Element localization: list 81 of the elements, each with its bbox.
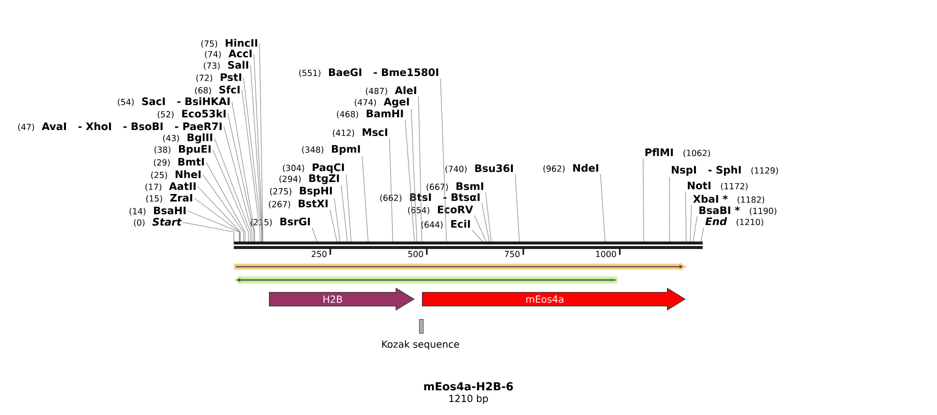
- leader-line: [485, 192, 492, 242]
- leader-line: [514, 174, 520, 242]
- cut-site-label: (43) BglII: [163, 133, 212, 144]
- leader-line: [212, 150, 249, 242]
- leader-line: [474, 215, 486, 242]
- cut-site-label: (74) AccI: [204, 50, 252, 58]
- cut-site-label: (551) BaeGI - Bme1580I: [299, 68, 438, 78]
- cut-site-label: (215) BsrGI: [250, 218, 310, 226]
- leader-line: [198, 186, 241, 242]
- leader-line: [334, 198, 340, 242]
- leader-line: [259, 43, 264, 242]
- cut-site-label: (68) SfcI: [195, 86, 240, 94]
- cut-site-label: (0) Start: [134, 218, 182, 227]
- cut-site-label: (54) SacI - BsiHKAI: [118, 97, 230, 106]
- cut-site-label: XbaI * (1182): [693, 194, 764, 204]
- leader-line: [206, 162, 246, 242]
- cut-site-label: (38) BpuEI: [154, 145, 211, 155]
- cut-site-label: (29) BmtI: [154, 158, 204, 167]
- map-title: mEos4a-H2B-6: [424, 382, 513, 390]
- cut-site-label: (75) HincII: [201, 38, 258, 48]
- leader-line: [389, 138, 394, 242]
- cut-site-label: NspI - SphI (1129): [672, 166, 778, 176]
- leader-line: [250, 65, 262, 242]
- leader-line: [690, 204, 692, 242]
- leader-line: [254, 54, 263, 242]
- leader-line: [232, 101, 255, 242]
- leader-line: [188, 210, 240, 242]
- cut-site-label: BsaBI * (1190): [699, 206, 776, 216]
- cut-site-label: End (1210): [705, 217, 764, 226]
- cut-site-label: (468) BamHI: [336, 110, 403, 118]
- leader-line: [194, 198, 240, 242]
- cut-site-label: (412) MscI: [332, 128, 388, 138]
- cut-site-label: (667) BsmI: [426, 182, 484, 192]
- cut-site-label: (654) EcoRV: [408, 206, 474, 214]
- leader-line: [330, 209, 338, 242]
- cut-site-label: (14) BsaHI: [130, 206, 186, 216]
- leader-line: [440, 78, 447, 242]
- cut-site-label: (72) PstI: [196, 73, 242, 82]
- sequence-bar: [234, 242, 703, 249]
- leader-line: [692, 216, 698, 242]
- cut-site-label: (474) AgeI: [354, 98, 409, 108]
- cut-site-label: NotI (1172): [688, 182, 748, 190]
- leader-line: [472, 230, 483, 242]
- leader-line: [642, 158, 644, 242]
- leader-line: [214, 138, 251, 242]
- cut-site-label: (348) BpmI: [302, 145, 360, 155]
- cut-site-label: (662) BtsI - BtsαI: [380, 193, 480, 202]
- cut-site-label: (275) BspHI: [270, 186, 332, 197]
- leader-line: [669, 176, 670, 242]
- leader-line: [418, 96, 422, 242]
- leader-line: [228, 114, 254, 242]
- leader-line: [700, 227, 704, 242]
- leader-line: [340, 185, 348, 242]
- cut-site-label: PflMI (1062): [645, 148, 710, 158]
- leader-line: [312, 227, 318, 242]
- cut-site-label: (962) NdeI: [543, 164, 598, 173]
- leader-line: [404, 119, 415, 242]
- cut-site-label: (487) AleI: [366, 86, 416, 96]
- sequence-length: 1210 bp: [449, 394, 488, 404]
- cut-site-label: (17) AatII: [145, 182, 196, 192]
- cut-site-label: (15) ZraI: [146, 194, 192, 203]
- cut-site-label: (740) Bsu36I: [445, 164, 513, 174]
- leader-line: [600, 174, 606, 242]
- leader-line: [224, 126, 252, 242]
- leader-line: [242, 90, 260, 242]
- cut-site-label: (25) NheI: [151, 170, 201, 180]
- leader-line: [346, 174, 352, 242]
- leader-line: [362, 156, 368, 242]
- leader-line: [202, 174, 244, 242]
- leader-line: [410, 108, 418, 242]
- cut-site-label: (304) PaqCI: [282, 163, 344, 174]
- cut-site-label: (73) SalI: [204, 60, 248, 70]
- cut-site-label: (47) AvaI - XhoI - BsoBI - PaeR7I: [18, 122, 222, 132]
- cut-site-label: (644) EciI: [421, 220, 470, 229]
- cut-site-label: (294) BtgZI: [280, 174, 339, 184]
- leader-line: [685, 191, 686, 242]
- feature-label: Kozak sequence: [382, 340, 460, 350]
- cut-site-label: (52) Eco53kI: [158, 110, 226, 118]
- leader-line: [482, 203, 490, 242]
- cut-site-label: (267) BstXI: [268, 200, 328, 208]
- leader-line: [182, 222, 234, 242]
